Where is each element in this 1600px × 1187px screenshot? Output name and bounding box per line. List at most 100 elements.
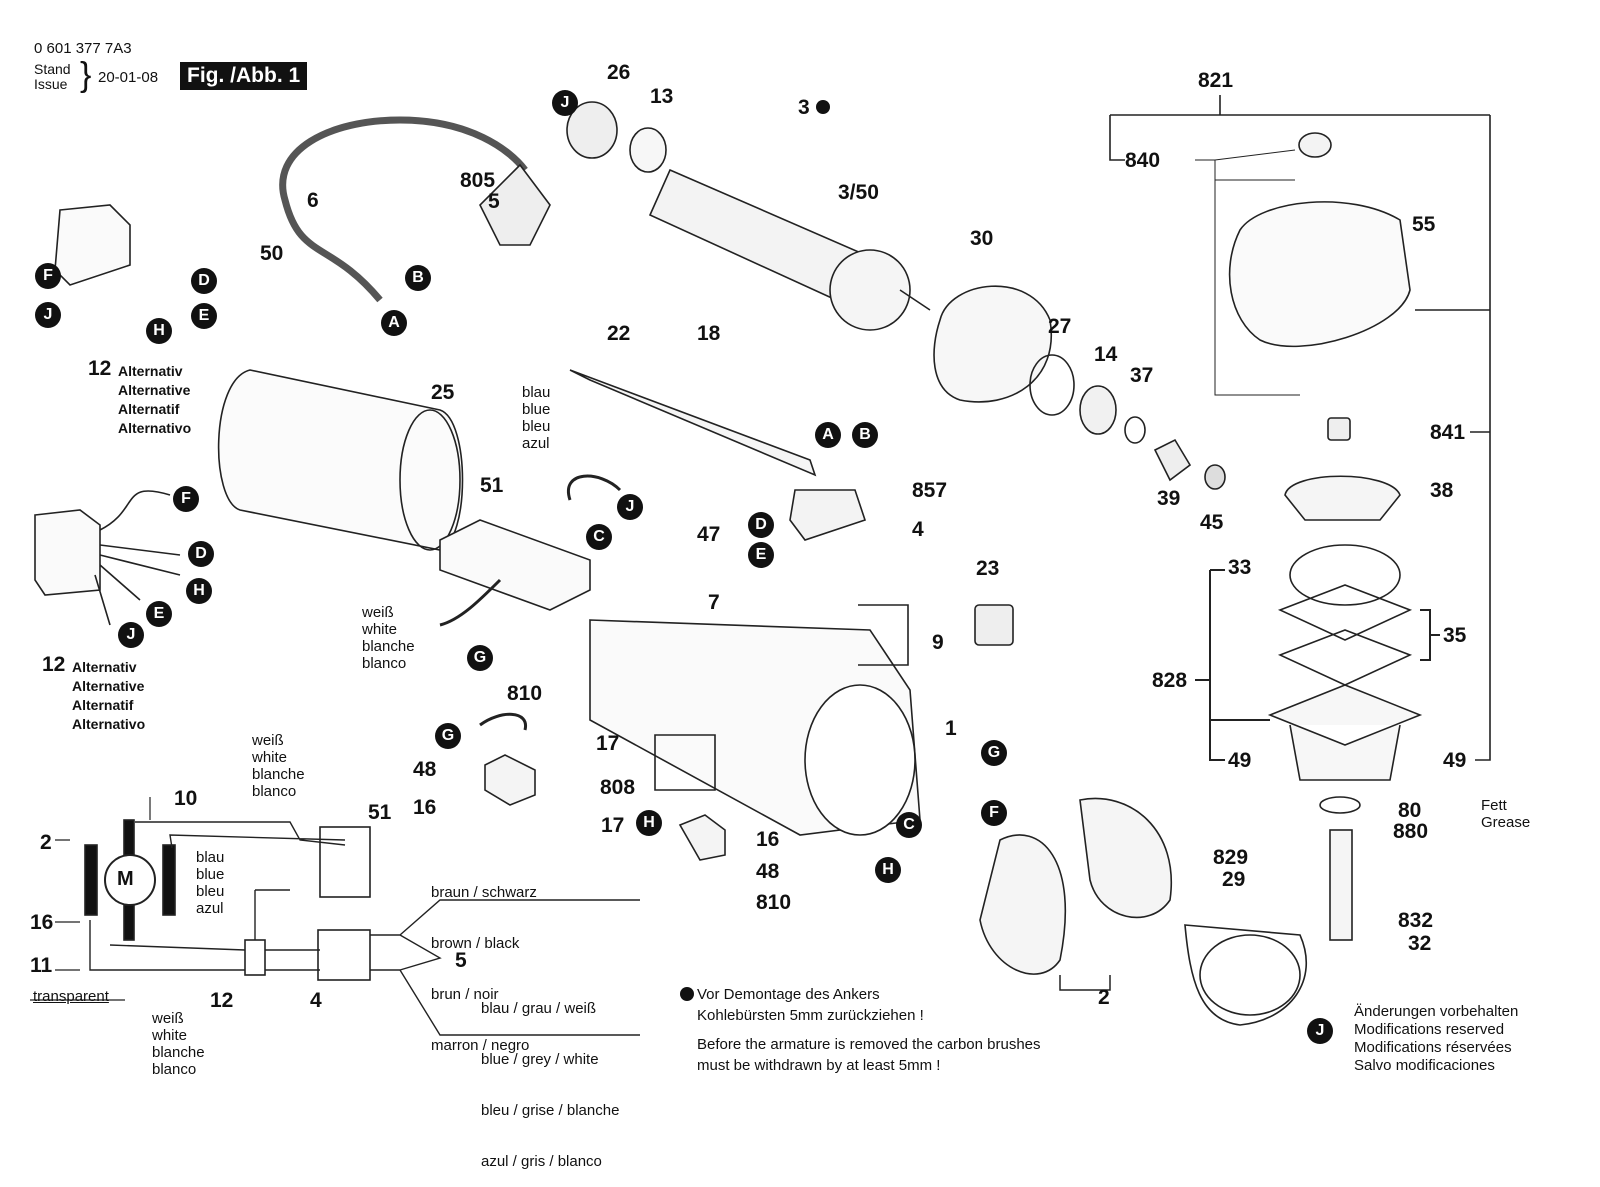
part-55: 55 [1412, 213, 1436, 236]
wire-de: blau [522, 384, 551, 401]
part-30: 30 [970, 227, 994, 250]
part-821: 821 [1198, 69, 1234, 92]
fan [933, 285, 1053, 403]
connector-badge-d: D [191, 268, 217, 294]
connector-badge-h: H [875, 857, 901, 883]
wire-en: brown / black [431, 935, 520, 952]
wire-fr: blanche [362, 638, 415, 655]
bearing-flange [1267, 684, 1423, 781]
wire-de: blau / grau / weiß [481, 1000, 597, 1017]
disclaimer-fr: Modifications réservées [1354, 1039, 1512, 1056]
connector-badge-c: C [586, 524, 612, 550]
part-5: 5 [488, 190, 500, 213]
part-3: 3 [798, 96, 810, 119]
wire-en: white [252, 749, 288, 766]
button-23 [974, 604, 1014, 646]
part-6: 6 [307, 189, 319, 212]
schematic-white-top-label: weiß white blanche blanco [252, 732, 305, 800]
connector-badge-a: A [815, 422, 841, 448]
connector-badge-j: J [617, 494, 643, 520]
part-840: 840 [1125, 149, 1161, 172]
part-17-bottom: 17 [601, 814, 625, 837]
figure-label: Fig. /Abb. 1 [180, 62, 308, 90]
wire-en: blue / grey / white [481, 1051, 599, 1068]
wire-de: blau [196, 849, 225, 866]
schematic-10: 10 [174, 787, 198, 810]
gasket-35b [1277, 629, 1413, 686]
connector-badge-g: G [435, 723, 461, 749]
part-1: 1 [945, 717, 957, 740]
connector-badge-f: F [981, 800, 1007, 826]
switch-slide-22 [569, 369, 817, 477]
wire-en: blue [196, 866, 225, 883]
part-12-alt-bottom: 12 [42, 653, 66, 676]
part-810-bottom: 810 [756, 891, 792, 914]
motor-housing-cover [217, 369, 464, 551]
schematic-4: 4 [310, 989, 322, 1012]
connector-badge-b: B [852, 422, 878, 448]
disclaimer-en: Modifications reserved [1354, 1021, 1505, 1038]
air-guide [1184, 924, 1308, 1026]
alt-fr: Alternatif [118, 401, 180, 417]
part-33: 33 [1228, 556, 1252, 579]
part-808: 808 [600, 776, 636, 799]
wire-en: white [152, 1027, 188, 1044]
part-4: 4 [912, 518, 924, 541]
part-29: 29 [1222, 868, 1246, 891]
power-plug [479, 163, 551, 246]
power-cord [279, 116, 528, 303]
wire-fr: blanche [252, 766, 305, 783]
connector-badge-h: H [146, 318, 172, 344]
connector-badge-e: E [748, 542, 774, 568]
part-48-top: 48 [413, 758, 437, 781]
part-810-top: 810 [507, 682, 543, 705]
disclaimer-es: Salvo modificaciones [1354, 1057, 1495, 1074]
part-12-alt-top: 12 [88, 357, 112, 380]
alt-en: Alternative [118, 382, 191, 398]
part-7: 7 [708, 591, 720, 614]
schematic-white-bottom-label: weiß white blanche blanco [152, 1010, 205, 1078]
part-25: 25 [431, 381, 455, 404]
part-17-top: 17 [596, 732, 620, 755]
part-16-top: 16 [413, 796, 437, 819]
alternative-label-bottom: Alternativ Alternative Alternatif Altern… [72, 658, 145, 734]
field-coil [979, 797, 1173, 975]
grease-de: Fett [1481, 797, 1507, 814]
alt-es: Alternativo [72, 716, 146, 732]
wire-fr: bleu / grise / blanche [481, 1102, 620, 1119]
wire-fr: bleu [522, 418, 551, 435]
switch [789, 489, 867, 541]
alt-de: Alternativ [118, 363, 183, 379]
connector-badge-j: J [35, 302, 61, 328]
cap [1298, 132, 1332, 158]
grease-en: Grease [1481, 814, 1531, 831]
part-27: 27 [1048, 315, 1072, 338]
wire-fr: brun / noir [431, 986, 499, 1003]
connector-badge-g: G [981, 740, 1007, 766]
blue-grey-white-label: blau / grau / weiß blue / grey / white b… [481, 966, 619, 1187]
gasket-35a [1277, 584, 1413, 641]
part-47: 47 [697, 523, 721, 546]
part-16-bottom: 16 [756, 828, 780, 851]
connector-badge-f: F [173, 486, 199, 512]
part-51: 51 [480, 474, 504, 497]
gear-head-housing [1228, 201, 1411, 348]
wire-es: azul [522, 435, 550, 452]
part-880: 880 [1393, 820, 1429, 843]
connector-badge-e: E [191, 303, 217, 329]
connector-badge-a: A [381, 310, 407, 336]
alt-de: Alternativ [72, 659, 137, 675]
wire-es: blanco [152, 1061, 197, 1078]
connector-badge-h: H [636, 810, 662, 836]
modifications-disclaimer: Änderungen vorbehalten Modifications res… [1354, 1003, 1518, 1075]
nameplate-808 [654, 734, 716, 791]
schematic-12: 12 [210, 989, 234, 1012]
transparent-label: transparent [33, 988, 109, 1005]
schematic-16: 16 [30, 911, 54, 934]
part-49-right: 49 [1443, 749, 1467, 772]
label-9 [858, 604, 909, 666]
wire-de: braun / schwarz [431, 884, 537, 901]
alt2-wires [94, 490, 181, 626]
part-832: 832 [1398, 909, 1434, 932]
brush-holder-16b [678, 814, 726, 861]
